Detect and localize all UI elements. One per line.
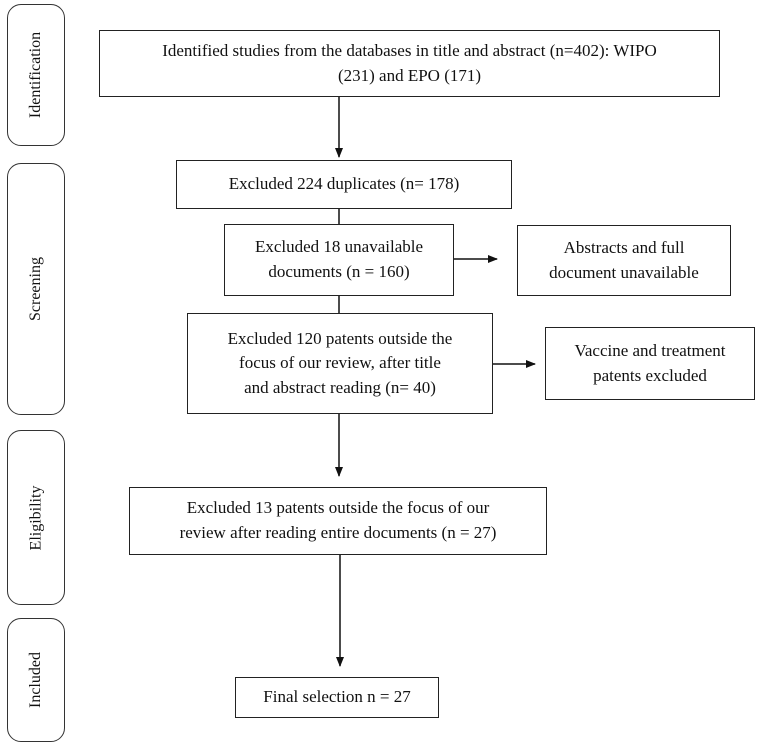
excluded-duplicates-text: Excluded 224 duplicates (n= 178) (228, 174, 460, 194)
box-excluded-duplicates: Excluded 224 duplicates (n= 178) (176, 160, 512, 209)
excluded-outside-focus-text: Excluded 120 patents outside the focus o… (227, 328, 453, 397)
stage-identification: Identification (7, 4, 65, 146)
final-selection-text: Final selection n = 27 (263, 687, 411, 707)
eligibility-excluded-text: Excluded 13 patents outside the focus of… (179, 498, 497, 542)
box-final-selection: Final selection n = 27 (235, 677, 439, 718)
box-unavailable-note: Abstracts and full document unavailable (517, 225, 731, 296)
box-vaccine-note: Vaccine and treatment patents excluded (545, 327, 755, 400)
excluded-unavailable-text: Excluded 18 unavailable documents (n = 1… (254, 237, 424, 281)
box-excluded-unavailable: Excluded 18 unavailable documents (n = 1… (224, 224, 454, 296)
vaccine-note-text: Vaccine and treatment patents excluded (574, 340, 726, 385)
box-identified-studies: Identified studies from the databases in… (99, 30, 720, 97)
unavailable-note-text: Abstracts and full document unavailable (549, 237, 699, 282)
box-excluded-outside-focus: Excluded 120 patents outside the focus o… (187, 313, 493, 414)
stage-screening: Screening (7, 163, 65, 415)
stage-eligibility: Eligibility (7, 430, 65, 605)
stage-included: Included (7, 618, 65, 742)
box-eligibility-excluded: Excluded 13 patents outside the focus of… (129, 487, 547, 555)
identified-studies-text: Identified studies from the databases in… (162, 40, 657, 85)
